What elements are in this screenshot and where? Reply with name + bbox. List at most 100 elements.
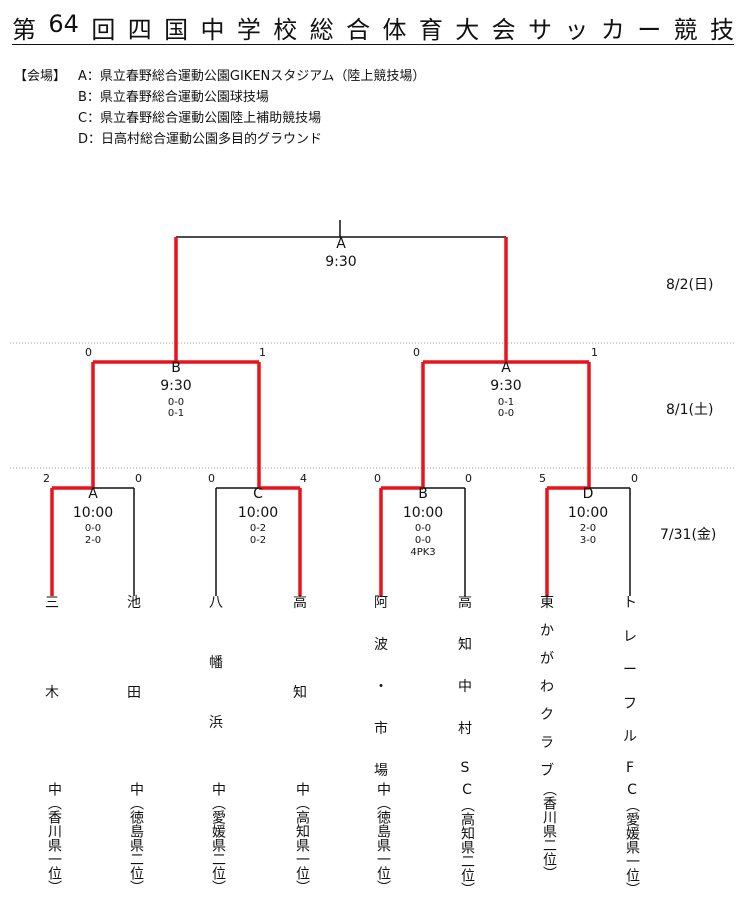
title-char: 第 <box>12 16 36 44</box>
r1m3-venue-code: B <box>418 486 428 502</box>
team-prefecture: 中（高知県一位） <box>294 782 310 894</box>
team-name-char: ク <box>540 707 554 723</box>
team-name-char: 三 <box>45 595 59 611</box>
title-char: 回 <box>91 16 116 44</box>
day-label-semi: 8/1(土) <box>666 402 714 418</box>
venue-label: 【会場】 <box>14 69 67 84</box>
r1m2-half2: 0-2 <box>249 535 267 546</box>
semi2-half2: 0-0 <box>497 408 515 419</box>
title-char: 大 <box>455 16 480 44</box>
title-char: 合 <box>346 16 371 44</box>
semi1-time: 9:30 <box>160 378 192 394</box>
r1m4-score-left: 5 <box>539 472 546 485</box>
semi1-half1: 0-0 <box>167 397 185 408</box>
team-prefecture: （香川県二位） <box>541 782 557 880</box>
r1m3-score-left: 0 <box>374 472 381 485</box>
team-name-char: ・ <box>374 679 388 695</box>
final-time: 9:30 <box>325 254 357 270</box>
team-name-char: 高 <box>293 595 307 611</box>
team-name-char: ラ <box>540 735 554 751</box>
title-char: 会 <box>491 16 516 44</box>
r1m1-half1: 0-0 <box>84 523 102 534</box>
team-name: 高知中（高知県一位） <box>288 592 312 902</box>
venue-d: D：日高村総合運動公園多目的グラウンド <box>78 132 323 147</box>
r1m4-half1: 2-0 <box>579 523 597 534</box>
team-name: 阿波・市場中（徳島県一位） <box>369 592 393 902</box>
team-name-char: 知 <box>293 685 307 701</box>
title-char: カ <box>600 16 625 44</box>
title-char: 64 <box>48 10 79 38</box>
team-prefecture: 中（徳島県一位） <box>375 782 391 894</box>
r1m3-score-right: 0 <box>465 472 472 485</box>
team-name-char: か <box>540 623 554 639</box>
r1m2-score-left: 0 <box>208 472 215 485</box>
team-name-char: F <box>625 760 635 776</box>
team-name-char: 幡 <box>209 655 223 671</box>
title-char: 競 <box>673 16 698 44</box>
title-char: 学 <box>236 16 261 44</box>
r1m2-venue-code: C <box>253 486 263 502</box>
r1m1-score-right: 0 <box>135 472 142 485</box>
team-name-char: 市 <box>374 721 388 737</box>
team-name-char: ト <box>623 595 637 611</box>
title-char: 国 <box>164 16 189 44</box>
semi2-venue-code: A <box>501 360 511 376</box>
team-name-char: ー <box>623 662 637 678</box>
r1m1-half2: 2-0 <box>84 535 102 546</box>
team-name-char: 阿 <box>374 595 388 611</box>
r1m3-time: 10:00 <box>402 505 444 521</box>
team-name-char: フ <box>623 696 637 712</box>
r1m2-time: 10:00 <box>237 505 279 521</box>
team-name-char: ル <box>623 729 637 745</box>
r1m3-half1: 0-0 <box>414 523 432 534</box>
team-name: 八幡浜中（愛媛県二位） <box>204 592 228 902</box>
team-name: 三木中（香川県一位） <box>40 592 64 902</box>
title-char: 総 <box>309 16 334 44</box>
team-name-char: 高 <box>458 595 472 611</box>
semi1-score-left: 0 <box>85 346 92 359</box>
r1m1-time: 10:00 <box>72 505 114 521</box>
r1m4-time: 10:00 <box>567 505 609 521</box>
team-name-char: 場 <box>374 763 388 779</box>
semi2-time: 9:30 <box>490 378 522 394</box>
venue-c: C：県立春野総合運動公園陸上補助競技場 <box>78 111 322 126</box>
team-prefecture: C（愛媛県一位） <box>624 782 640 896</box>
title-char: サ <box>528 16 553 44</box>
team-name-char: S <box>460 760 470 776</box>
team-name-char: が <box>540 651 554 667</box>
r1m1-venue-code: A <box>88 486 98 502</box>
venue-b: B：県立春野総合運動公園球技場 <box>78 90 269 105</box>
team-name-char: レ <box>623 629 637 645</box>
semi2-score-right: 1 <box>591 346 598 359</box>
team-name-char: ブ <box>540 763 554 779</box>
team-name-char: 池 <box>127 595 141 611</box>
venue-a: A：県立春野総合運動公園GIKENスタジアム（陸上競技場） <box>78 69 426 84</box>
team-prefecture: 中（香川県一位） <box>46 782 62 894</box>
semi1-score-right: 1 <box>259 346 266 359</box>
title-char: ッ <box>564 16 589 44</box>
day-label-final: 8/2(日) <box>666 277 714 293</box>
r1m1-score-left: 2 <box>43 472 50 485</box>
team-name-char: 波 <box>374 637 388 653</box>
r1m4-score-right: 0 <box>631 472 638 485</box>
team-prefecture: 中（愛媛県二位） <box>210 782 226 894</box>
title-char: ー <box>637 16 662 44</box>
team-prefecture: C（高知県二位） <box>459 782 475 896</box>
r1m3-pk: 4PK3 <box>410 547 436 558</box>
final-venue-code: A <box>336 236 346 252</box>
r1m4-venue-code: D <box>582 486 594 502</box>
title-char: 中 <box>200 16 225 44</box>
semi1-venue-code: B <box>171 360 181 376</box>
team-name-char: 木 <box>45 685 59 701</box>
team-name-char: 村 <box>458 721 472 737</box>
r1m4-half2: 3-0 <box>579 535 597 546</box>
semi2-half1: 0-1 <box>497 397 515 408</box>
r1m2-half1: 0-2 <box>249 523 267 534</box>
title-char: 四 <box>127 16 152 44</box>
title-char: 体 <box>382 16 407 44</box>
